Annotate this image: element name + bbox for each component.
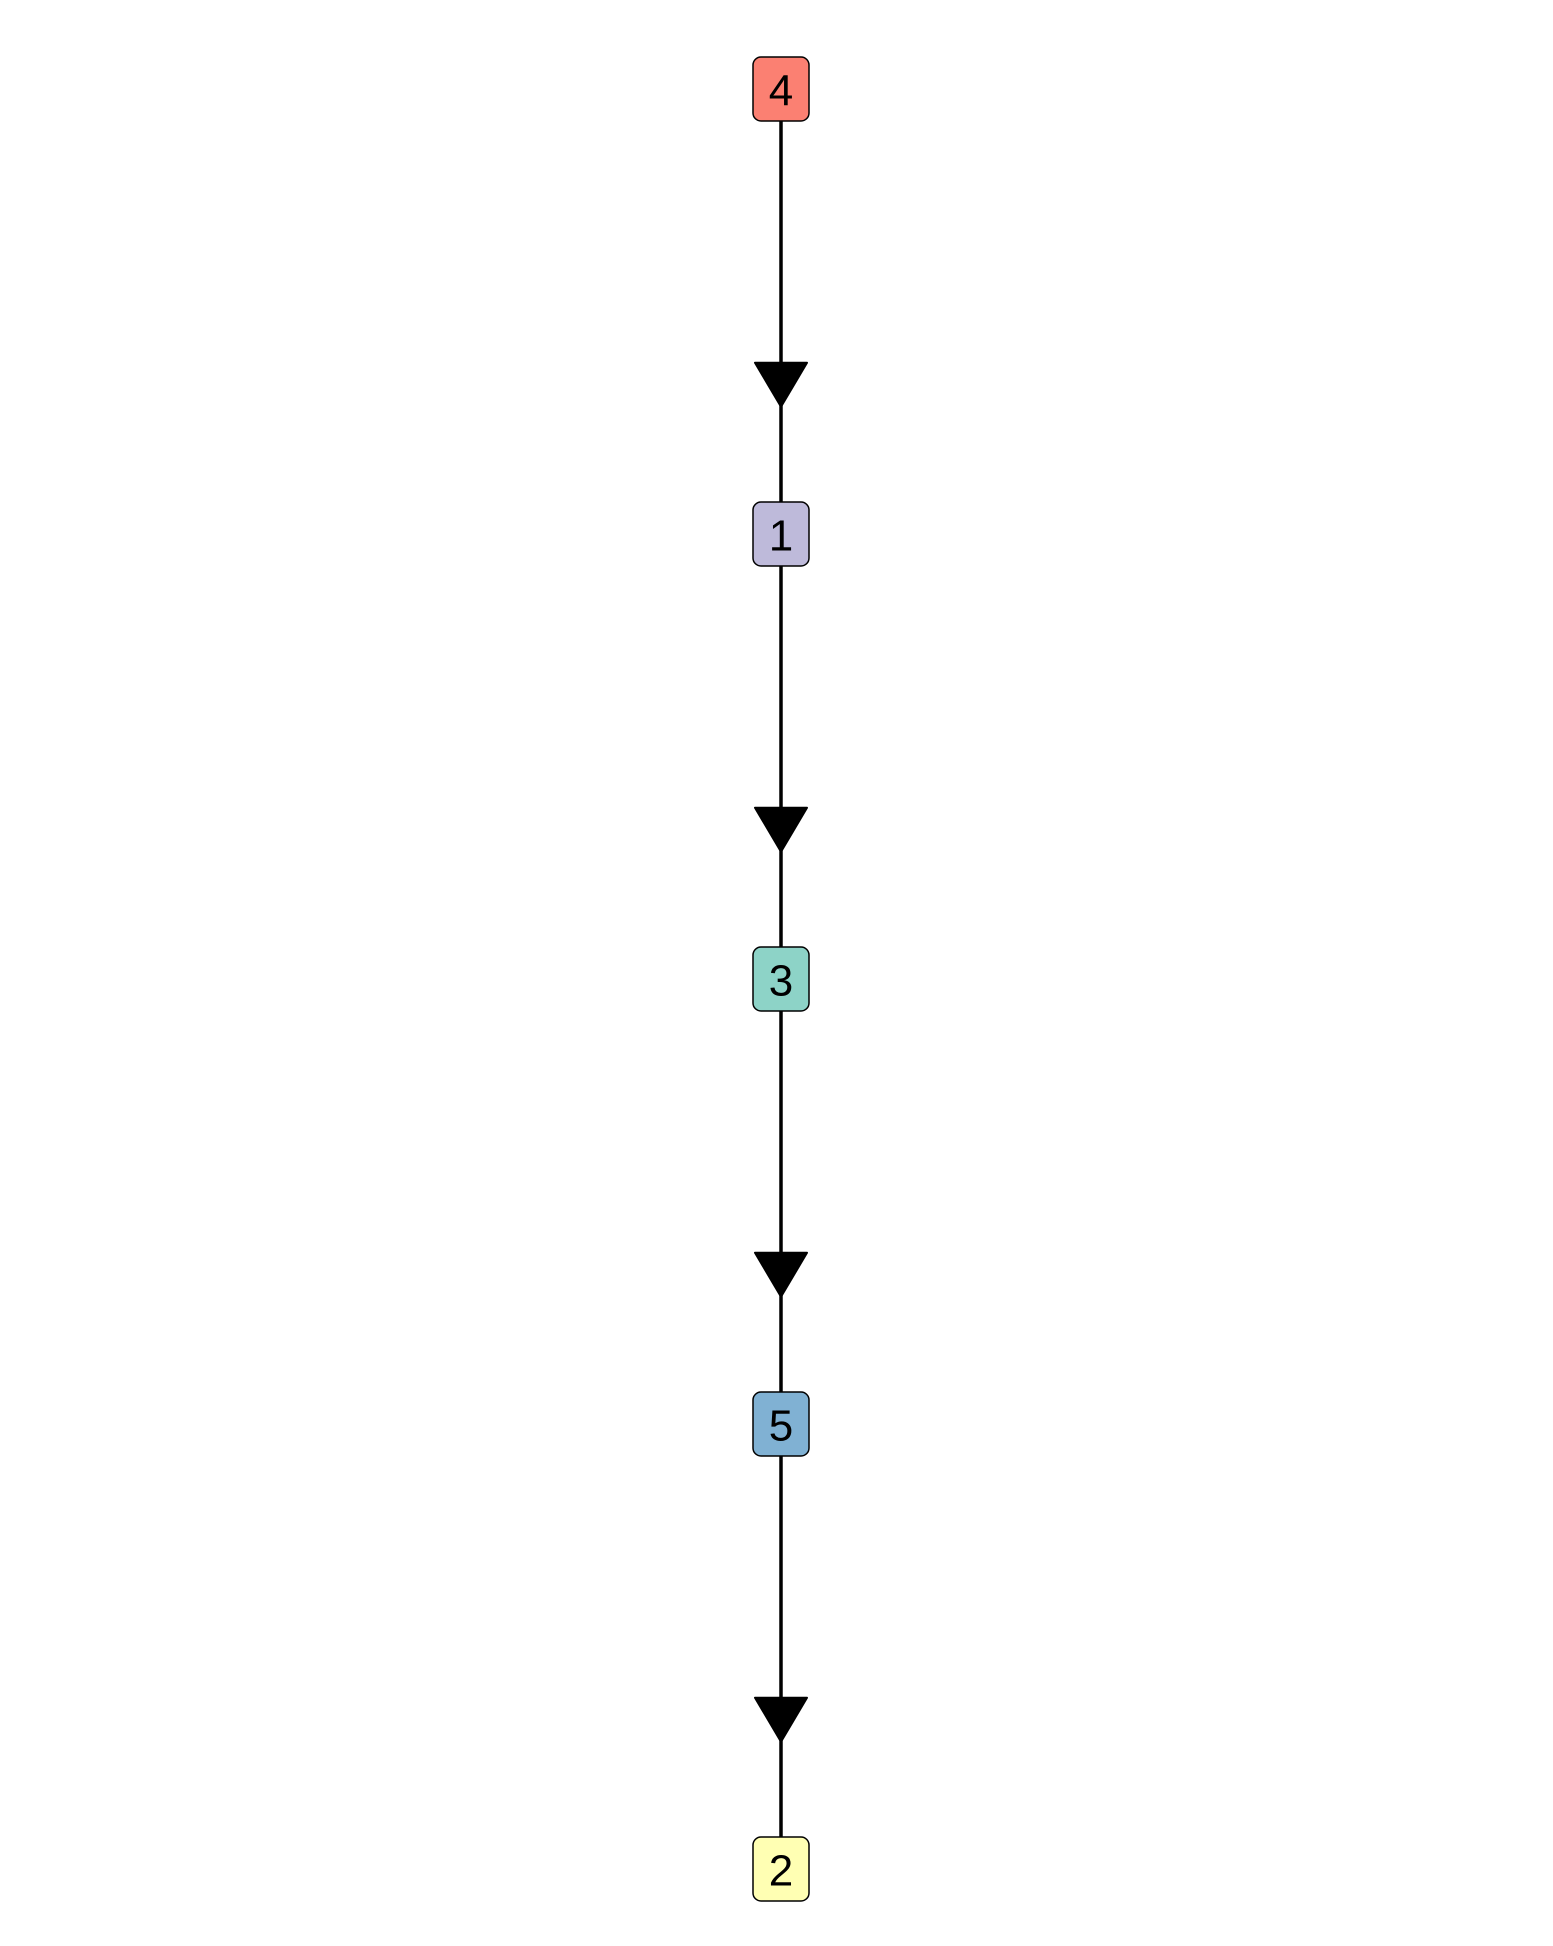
node-label: 2 [769, 1847, 793, 1896]
node-4: 4 [752, 56, 810, 122]
node-1: 1 [752, 501, 810, 567]
arrowhead-n4-n1 [754, 361, 808, 408]
arrowhead-n5-n2 [754, 1696, 808, 1743]
node-5: 5 [752, 1391, 810, 1457]
node-label: 1 [769, 512, 793, 561]
node-2: 2 [752, 1836, 810, 1902]
node-box [752, 501, 810, 567]
node-box [752, 1836, 810, 1902]
edges-layer [754, 121, 808, 1837]
node-label: 3 [769, 957, 793, 1006]
nodes-layer: 4 1 3 5 2 [752, 56, 810, 1902]
node-label: 5 [769, 1402, 793, 1451]
node-box [752, 1391, 810, 1457]
arrowhead-n3-n5 [754, 1251, 808, 1298]
node-box [752, 946, 810, 1012]
node-3: 3 [752, 946, 810, 1012]
node-box [752, 56, 810, 122]
node-label: 4 [769, 67, 793, 116]
arrowhead-n1-n3 [754, 806, 808, 853]
